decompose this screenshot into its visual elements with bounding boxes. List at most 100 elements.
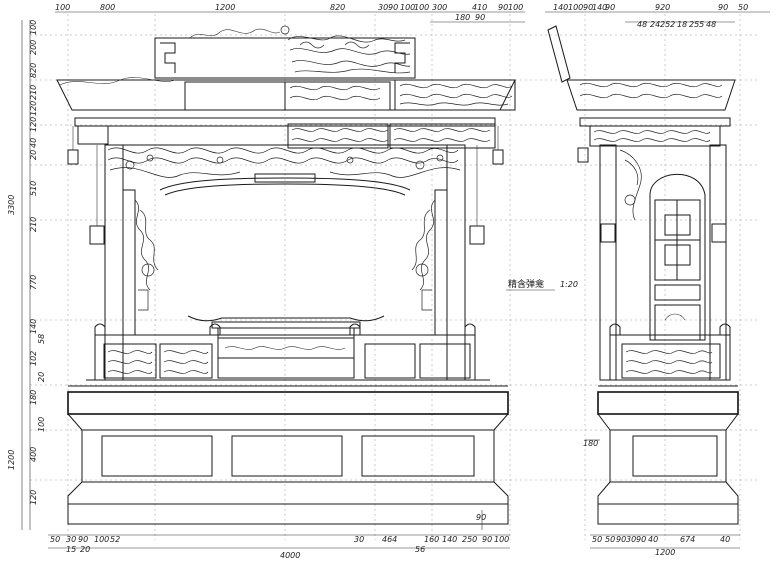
railing-finials (94, 323, 476, 335)
dim-label: 410 (472, 3, 487, 12)
dim-label: 90 (476, 513, 486, 522)
railing-carving (107, 350, 209, 374)
dim-label: 24 (650, 20, 660, 29)
dim-label: 210 (29, 85, 38, 100)
dim-label: 100 (29, 20, 38, 35)
dim-label: 140 (29, 319, 38, 334)
crest-dragon-carving (280, 25, 411, 74)
dim-label: 300 (432, 3, 447, 12)
dim-label: 770 (29, 275, 38, 290)
dim-label: 464 (382, 535, 397, 544)
dim-label: 1200 (7, 450, 16, 470)
dim-label: 102 (29, 351, 38, 366)
valance-vine-carving (107, 147, 461, 178)
dim-label: 52 (110, 535, 120, 544)
dims-left: 100 200 820 210 120 120 40 20 510 210 77… (7, 20, 46, 505)
dim-label: 50 (592, 535, 602, 544)
frieze-carving (291, 128, 491, 142)
dim-label: 400 (29, 447, 38, 462)
dim-label: 90 (616, 535, 626, 544)
dim-label: 100 (494, 535, 509, 544)
side-frieze-carving (593, 130, 711, 142)
dim-label: 920 (655, 3, 670, 12)
dim-label: 120 (29, 101, 38, 116)
drawing-title: 精含弹龛 1:20 (506, 278, 578, 291)
cornice-carving (289, 83, 513, 106)
dim-label: 15 (66, 545, 76, 554)
dim-label: 100 (508, 3, 523, 12)
dim-label: 100 (414, 3, 429, 12)
dim-label: 210 (29, 217, 38, 232)
dims-bottom-side: 50 50 90 30 90 40 674 40 1200 (592, 535, 730, 557)
dim-label: 90 (636, 535, 646, 544)
dim-label: 30 (626, 535, 636, 544)
dim-label: 100 (568, 3, 583, 12)
dims-bottom-front: 50 30 90 100 52 15 20 30 464 56 160 140 … (50, 513, 509, 554)
dim-label: 180 (29, 390, 38, 405)
dim-label: 20 (80, 545, 90, 554)
right-corbel-carving (411, 199, 436, 311)
dim-label: 820 (29, 63, 38, 78)
dims-top-front: 100 800 1200 820 30 90 100 100 300 410 9… (55, 3, 523, 22)
dim-label: 140 (553, 3, 568, 12)
dim-label: 820 (330, 3, 345, 12)
dim-label: 1200 (215, 3, 235, 12)
dim-label: 100 (37, 417, 46, 432)
dim-label: 120 (29, 490, 38, 505)
dim-label: 100 (55, 3, 70, 12)
dim-label: 90 (583, 3, 593, 12)
dim-label: 160 (424, 535, 439, 544)
dim-label: 90 (388, 3, 398, 12)
left-corbel-carving (134, 199, 159, 311)
dim-label: 56 (415, 545, 425, 554)
dim-label: 50 (605, 535, 615, 544)
side-railing-carving (625, 350, 713, 374)
dim-label: 3300 (7, 195, 16, 215)
dim-label: 18 (677, 20, 687, 29)
dim-label: 20 (29, 150, 38, 160)
drawing-scale: 1:20 (560, 280, 578, 289)
drawing-title-text: 精含弹龛 (508, 278, 544, 290)
dim-label: 140 (442, 535, 457, 544)
dim-label: 100 (94, 535, 109, 544)
dim-label: 100 (400, 3, 415, 12)
dim-label: 50 (50, 535, 60, 544)
dim-label: 30 (66, 535, 76, 544)
dim-label: 40 (720, 535, 730, 544)
side-roof-carving (579, 82, 723, 99)
dim-label: 120 (29, 117, 38, 132)
front-elevation (56, 25, 516, 525)
dim-label: 90 (482, 535, 492, 544)
dim-label: 90 (498, 3, 508, 12)
dim-label: 40 (648, 535, 658, 544)
side-elevation (547, 25, 739, 525)
dim-label: 48 (706, 20, 716, 29)
dim-label: 90 (78, 535, 88, 544)
dim-label: 58 (37, 334, 46, 344)
side-corbel-carving (619, 149, 642, 221)
dim-label: 180 (455, 13, 470, 22)
total-width-dim: 4000 (280, 551, 300, 560)
dim-label: 90 (718, 3, 728, 12)
dims-top-side: 140 100 90 140 90 920 90 50 48 24 252 18… (553, 3, 748, 29)
dim-label: 30 (378, 3, 388, 12)
dim-label: 50 (738, 3, 748, 12)
dimension-lines (21, 11, 770, 549)
dim-label: 255 (689, 20, 704, 29)
dim-label: 20 (37, 372, 46, 382)
pendant-ornaments (67, 126, 504, 245)
side-base-dim: 180 (583, 439, 598, 448)
dim-label: 250 (462, 535, 477, 544)
dim-label: 30 (354, 535, 364, 544)
dim-label: 510 (29, 181, 38, 196)
dim-label: 48 (637, 20, 647, 29)
dim-label: 200 (29, 40, 38, 55)
dim-label: 674 (680, 535, 695, 544)
dim-label: 252 (660, 20, 675, 29)
dim-label: 90 (475, 13, 485, 22)
dim-label: 40 (29, 138, 38, 148)
dim-label: 1200 (655, 548, 675, 557)
dim-label: 140 (592, 3, 607, 12)
dim-label: 800 (100, 3, 115, 12)
